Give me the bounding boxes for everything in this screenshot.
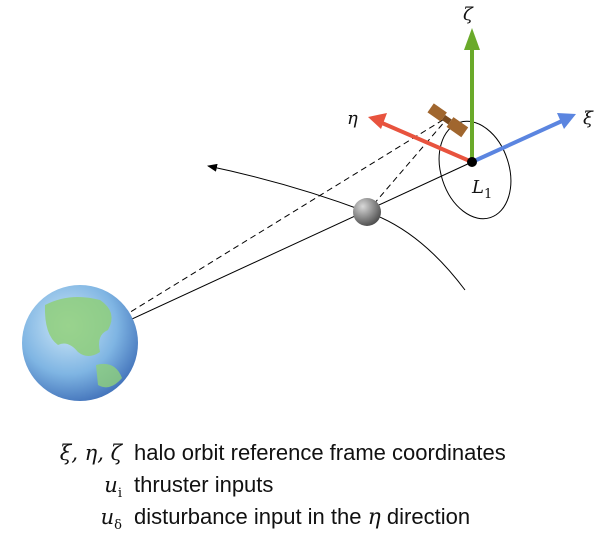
satellite-icon <box>427 103 469 138</box>
legend-description: thruster inputs <box>134 472 274 497</box>
eta-axis-arrow <box>381 121 473 164</box>
earth-l1-line <box>79 161 473 344</box>
l1-point <box>467 157 477 167</box>
moon-orbit-arc <box>207 163 466 291</box>
zeta-label: ζ <box>463 4 474 25</box>
legend: ξ, η, ζ halo orbit reference frame coord… <box>0 440 600 536</box>
legend-symbol: uδ <box>100 505 122 534</box>
moon-satellite-dashed <box>366 119 447 213</box>
legend-description: halo orbit reference frame coordinates <box>134 440 506 465</box>
legend-symbol: ui <box>104 473 122 502</box>
legend-row: ui thruster inputs <box>0 472 600 504</box>
earth-icon <box>22 285 138 401</box>
xi-axis-arrow <box>471 119 563 164</box>
l1-label: L1 <box>471 177 492 202</box>
halo-orbit-ellipse <box>438 120 512 220</box>
legend-row: uδ disturbance input in the η direction <box>0 504 600 536</box>
eta-label: η <box>347 108 358 129</box>
legend-symbol: ξ, η, ζ <box>59 441 122 465</box>
diagram-canvas: ζ η ξ L1 <box>22 4 594 401</box>
legend-row: ξ, η, ζ halo orbit reference frame coord… <box>0 440 600 472</box>
moon-icon <box>353 198 381 226</box>
xi-label: ξ <box>583 108 594 129</box>
legend-description: disturbance input in the η direction <box>134 504 471 530</box>
earth-satellite-dashed <box>79 117 447 344</box>
